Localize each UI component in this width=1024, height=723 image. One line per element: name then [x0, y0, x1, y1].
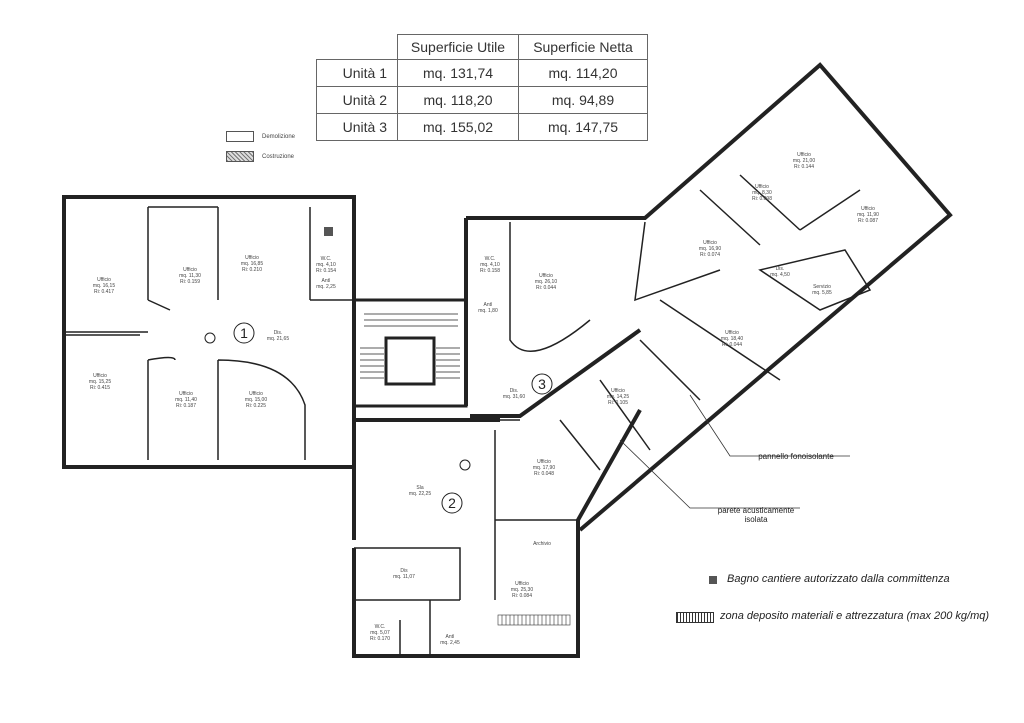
bagno-swatch	[709, 576, 717, 584]
area-table-header: Superficie Utile Superficie Netta	[316, 34, 648, 60]
unit-1-circle	[233, 322, 255, 344]
row-netta: mq. 114,20	[518, 59, 648, 87]
parete-label-2: isolata	[744, 515, 768, 524]
unit-2-number: 2	[448, 495, 456, 511]
unit1-partitions	[66, 206, 352, 460]
unit-3-number: 3	[538, 376, 546, 392]
unit3-outer-wall	[464, 62, 953, 532]
annotation-leaders	[619, 394, 850, 509]
costruzione-label: Costruzione	[262, 154, 295, 160]
table-row: Unità 3 mq. 155,02 mq. 147,75	[316, 113, 648, 141]
annotation-text: pannello fonoisolante parete acusticamen…	[718, 452, 835, 524]
row-utile: mq. 131,74	[397, 59, 519, 87]
row-unit: Unità 3	[316, 113, 398, 141]
row-utile: mq. 118,20	[397, 86, 519, 114]
walls	[62, 62, 953, 658]
stair-steps	[360, 313, 460, 379]
stair-core-wall	[352, 298, 468, 408]
header-empty	[316, 34, 398, 60]
unit2-partitions	[354, 430, 578, 656]
demolizione-swatch	[226, 131, 254, 142]
bagno-label: Bagno cantiere autorizzato dalla committ…	[727, 573, 950, 585]
row-netta: mq. 94,89	[518, 86, 648, 114]
deposito-swatch	[676, 612, 714, 623]
deposito-hatch	[497, 614, 571, 626]
unit3-wall-thick	[470, 328, 642, 418]
row-unit: Unità 2	[316, 86, 398, 114]
room-archivio: Archivio	[533, 541, 551, 547]
unit2-column	[459, 459, 471, 471]
table-row: Unità 1 mq. 131,74 mq. 114,20	[316, 59, 648, 87]
unit-markers: 1 2 3	[233, 322, 553, 514]
row-utile: mq. 155,02	[397, 113, 519, 141]
room-r13: Dis.mq. 31,60	[503, 388, 525, 400]
parete-leader	[619, 439, 800, 509]
unit1-column	[204, 332, 216, 344]
header-netta: Superficie Netta	[518, 34, 648, 60]
unit-2-circle	[441, 492, 463, 514]
deposito-label: zona deposito materiali e attrezzatura (…	[720, 610, 990, 622]
room-r6: Dis.mq. 21,65	[267, 330, 289, 342]
bagno-marker-plan	[324, 227, 333, 236]
unit-3-circle	[531, 373, 553, 395]
pannello-leader	[689, 394, 850, 457]
table-row: Unità 2 mq. 118,20 mq. 94,89	[316, 86, 648, 114]
area-table: Superficie Utile Superficie Netta Unità …	[316, 34, 648, 141]
row-netta: mq. 147,75	[518, 113, 648, 141]
room-r18: Dis.mq. 4,50	[770, 266, 790, 278]
elevator-shaft	[384, 336, 436, 386]
pannello-label: pannello fonoisolante	[758, 452, 834, 461]
row-unit: Unità 1	[316, 59, 398, 87]
unit2-outer-wall	[352, 409, 642, 658]
parete-label-1: parete acusticamente	[718, 506, 795, 515]
unit-1-number: 1	[240, 325, 248, 341]
header-utile: Superficie Utile	[397, 34, 519, 60]
demolizione-label: Demolizione	[262, 134, 296, 140]
costruzione-swatch	[226, 151, 254, 162]
unit3-partitions	[470, 174, 872, 471]
